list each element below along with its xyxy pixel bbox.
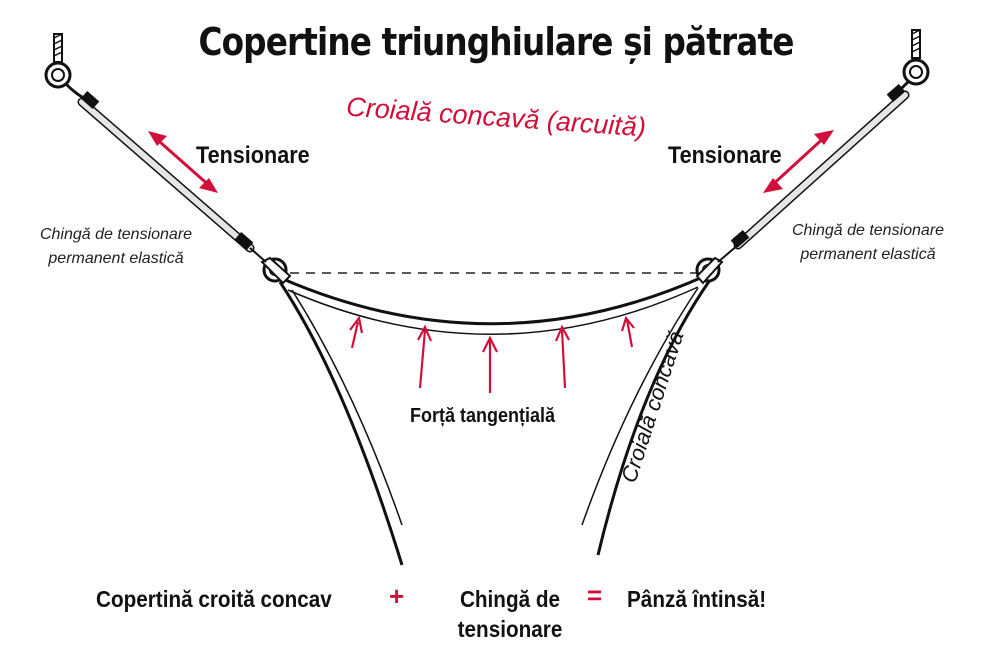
tension-arrow-left (148, 131, 218, 193)
equation-term-strap-line1: Chingă de (459, 586, 561, 612)
tension-label-left: Tensionare (196, 142, 310, 169)
strap-label-right-line2: permanent elastică (800, 246, 936, 263)
strap-label-left-line1: Chingă de tensionare (39, 226, 193, 243)
force-arrow (554, 324, 570, 389)
force-arrow (620, 315, 635, 348)
page-title: Copertine triunghiulare și pătrate (198, 20, 794, 64)
strap-label-left-line2: permanent elastică (48, 250, 184, 267)
sail-top-edge (282, 274, 706, 326)
right-eye-screw (891, 29, 930, 99)
left-elastic-strap (77, 90, 267, 263)
left-corner-ring (260, 256, 292, 285)
equation-term-concave-sail: Copertină croită concav (96, 586, 332, 612)
equation-result: Pânză întinsă! (627, 586, 767, 612)
strap-label-left: Chingă de tensionare permanent elastică (18, 223, 214, 271)
strap-label-right-line1: Chingă de tensionare (791, 222, 945, 239)
tension-arrow-right (763, 130, 834, 193)
equation-term-strap: Chingă de tensionare (440, 584, 580, 644)
left-eye-screw (44, 33, 89, 102)
sail-left-hem (291, 289, 403, 526)
equation-equals: = (587, 580, 603, 610)
tangential-force-label: Forță tangențială (410, 405, 556, 427)
equation-term-strap-line2: tensionare (457, 616, 563, 642)
force-arrow (349, 315, 364, 349)
sail-top-hem (287, 286, 699, 335)
force-arrows (349, 315, 635, 393)
force-arrow (417, 324, 433, 389)
tension-label-right: Tensionare (668, 142, 782, 169)
right-corner-ring (695, 256, 724, 285)
force-arrow (482, 335, 498, 393)
sail-right-edge (596, 279, 712, 556)
strap-label-right: Chingă de tensionare permanent elastică (770, 219, 966, 267)
equation-plus: + (389, 581, 405, 611)
sail-left-edge (278, 281, 404, 566)
sail-right-hem (581, 287, 699, 526)
